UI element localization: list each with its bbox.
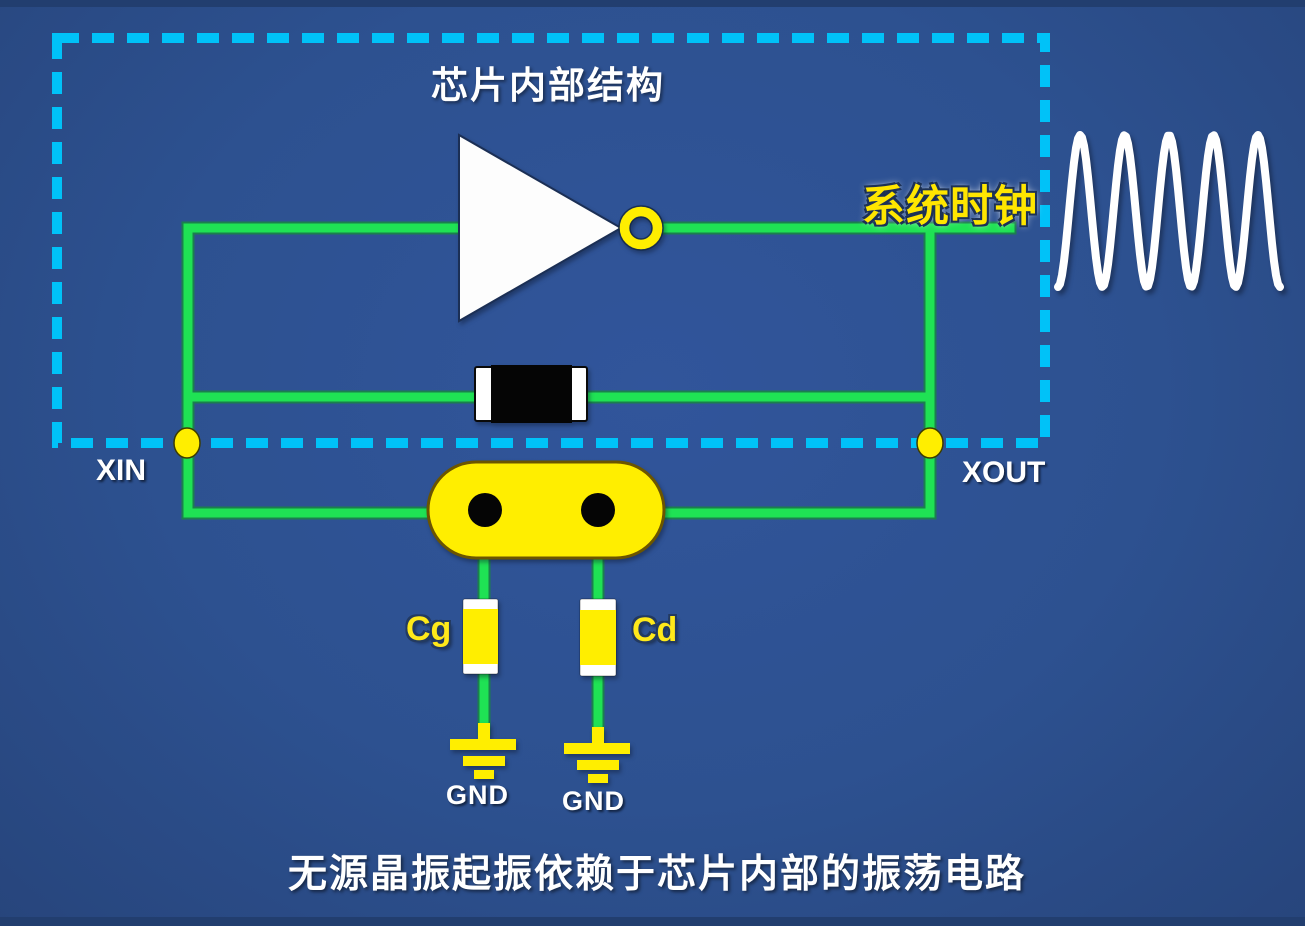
- not-bubble-inner-ring: [629, 216, 653, 240]
- ground-right-bar2: [577, 760, 619, 770]
- xout-pin-label: XOUT: [962, 456, 1046, 489]
- xin-pad-dot: [173, 427, 201, 459]
- bottom-edge-bar: [0, 917, 1305, 926]
- chip-internal-title: 芯片内部结构: [431, 66, 665, 107]
- inverter-triangle: [458, 133, 624, 323]
- ground-icon-left: [450, 723, 516, 779]
- ground-left-bar2: [463, 756, 505, 766]
- capacitor-cd-body: [580, 610, 616, 665]
- system-clock-label: 系统时钟: [862, 183, 1038, 231]
- capacitor-icon-cd: [579, 598, 617, 677]
- ground-right-bar1: [564, 743, 630, 754]
- ground-left-stub: [478, 723, 490, 741]
- ground-left-bar1: [450, 739, 516, 750]
- ground-right-bar3: [588, 774, 608, 783]
- bottom-caption: 无源晶振起振依赖于芯片内部的振荡电路: [287, 853, 1027, 896]
- crystal-body: [426, 460, 666, 560]
- chip-boundary-dashed-frame: [52, 33, 1050, 448]
- inverter-gate-icon: [458, 133, 664, 323]
- ground-right-stub: [592, 727, 604, 745]
- resistor-icon: [474, 365, 588, 423]
- capacitor-cg-body: [463, 609, 498, 664]
- crystal-pin-left: [468, 493, 502, 527]
- xin-pin-label: XIN: [96, 454, 147, 487]
- ground-left-bar3: [474, 770, 494, 779]
- cg-capacitor-label: Cg: [406, 610, 452, 648]
- capacitor-icon-cg: [462, 598, 499, 675]
- cd-capacitor-label: Cd: [632, 611, 678, 649]
- gnd-label-right: GND: [562, 786, 625, 816]
- resistor-body: [491, 365, 572, 423]
- top-edge-bar: [0, 0, 1305, 7]
- not-bubble-outer-ring: [618, 205, 664, 251]
- crystal-pin-right: [581, 493, 615, 527]
- crystal-icon: [426, 460, 666, 560]
- ground-icon-right: [564, 727, 630, 783]
- sine-wave-icon: [1054, 131, 1284, 291]
- not-bubble-icon: [619, 206, 663, 250]
- xout-pad-dot: [916, 427, 944, 459]
- sine-wave-path: [1054, 131, 1284, 291]
- gnd-label-left: GND: [446, 780, 509, 810]
